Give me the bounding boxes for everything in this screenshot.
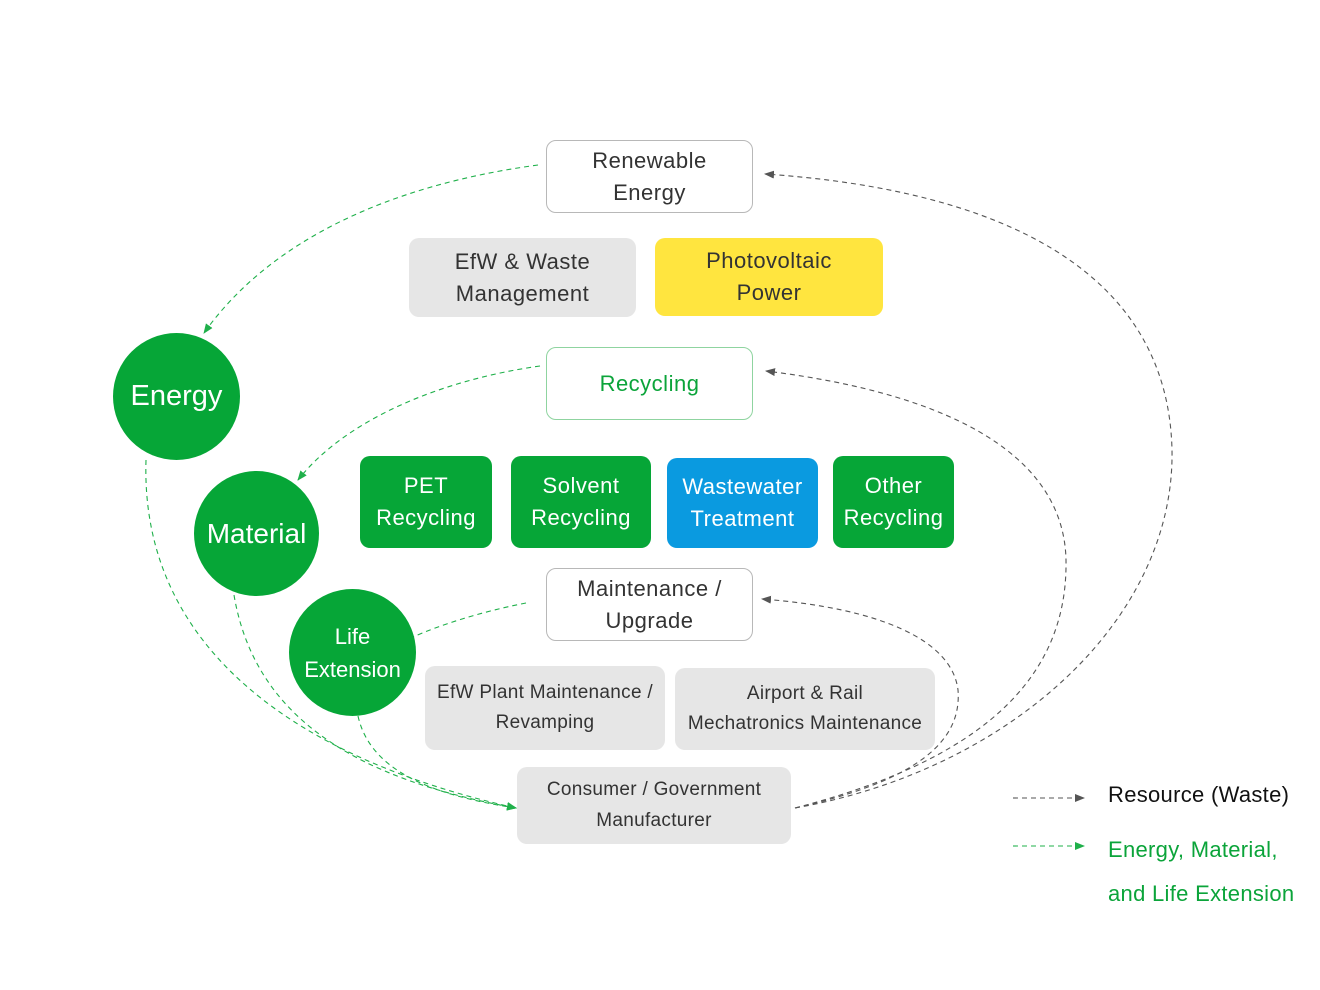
energy-circle-label: Energy	[130, 379, 223, 412]
maintenance-upgrade-label: Maintenance / Upgrade	[577, 575, 722, 633]
renewable-energy-box: Renewable Energy	[546, 140, 753, 213]
wastewater-treatment-box: Wastewater Treatment	[667, 458, 818, 548]
resource-arrow-recycling	[765, 368, 1067, 809]
photovoltaic-power-label: Photovoltaic Power	[706, 248, 832, 305]
efw-waste-management-label: EfW & Waste Management	[454, 248, 591, 306]
airport-rail-maintenance-label: Airport & Rail Mechatronics Maintenance	[687, 682, 923, 734]
efw-waste-management-box: EfW & Waste Management	[409, 238, 636, 317]
life-arrow-to-consumer	[357, 715, 517, 811]
material-arrow-from-recycling	[297, 365, 541, 481]
material-arrow-to-consumer	[233, 594, 517, 811]
consumer-government-manufacturer-box: Consumer / Government Manufacturer	[517, 767, 791, 844]
solvent-recycling-label: Solvent Recycling	[531, 473, 631, 530]
efw-plant-maintenance-box: EfW Plant Maintenance / Revamping	[425, 666, 665, 750]
life-extension-circle-label: Life Extension	[304, 623, 401, 682]
maintenance-upgrade-box: Maintenance / Upgrade	[546, 568, 753, 641]
wastewater-treatment-label: Wastewater Treatment	[682, 474, 803, 531]
other-recycling-label: Other Recycling	[843, 473, 944, 530]
energy-arrow-to-consumer	[145, 459, 517, 810]
legend-energy-material-label: Energy, Material, and Life Extension	[1108, 837, 1295, 906]
resource-arrow-maintenance	[761, 595, 959, 809]
efw-plant-maintenance-label: EfW Plant Maintenance / Revamping	[436, 681, 653, 733]
pet-recycling-label: PET Recycling	[376, 473, 476, 530]
material-circle-label: Material	[206, 517, 307, 549]
energy-arrow-from-renewable	[203, 164, 539, 334]
recycling-box: Recycling	[546, 347, 753, 420]
legend-resource-label: Resource (Waste)	[1108, 782, 1290, 807]
photovoltaic-power-box: Photovoltaic Power	[655, 238, 883, 316]
energy-circle: Energy	[113, 333, 240, 460]
airport-rail-maintenance-box: Airport & Rail Mechatronics Maintenance	[675, 668, 935, 750]
material-circle: Material	[194, 471, 319, 596]
renewable-energy-label: Renewable Energy	[592, 147, 707, 205]
life-extension-circle: Life Extension	[289, 589, 416, 716]
pet-recycling-box: PET Recycling	[360, 456, 492, 548]
resource-arrow-renewable	[764, 170, 1173, 809]
consumer-government-manufacturer-label: Consumer / Government Manufacturer	[546, 779, 762, 831]
other-recycling-box: Other Recycling	[833, 456, 954, 548]
solvent-recycling-box: Solvent Recycling	[511, 456, 651, 548]
recycling-label: Recycling	[599, 370, 700, 396]
life-arrow-from-maintenance	[412, 602, 527, 638]
